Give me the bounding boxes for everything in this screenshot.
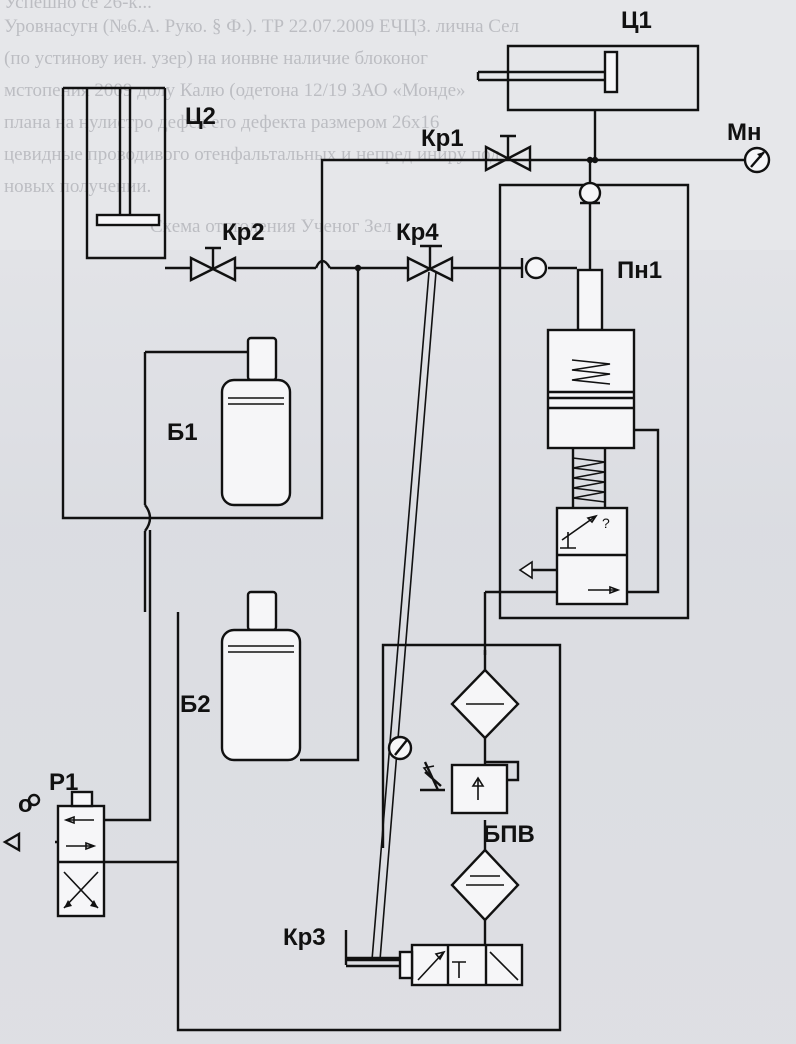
pump-pn1: ? [518,268,660,606]
label-pn1: Пн1 [617,257,662,284]
cylinder-c1 [476,44,700,112]
distributor-r1 [2,790,106,918]
junction [586,156,594,164]
bg-text-line: Успешно се 26-к... [4,0,152,13]
junction [591,156,599,164]
bg-text-line: Уровнасугн (№6.А. Руко. § Ф.). ТР 22.07.… [4,16,520,37]
pipe-diagonal [371,271,437,961]
pipe-b1 [143,350,248,612]
pipe-b2 [176,268,562,1032]
pipe-pn1-frame [498,183,690,620]
label-c1: Ц1 [621,7,652,34]
balloon-b1 [220,336,292,507]
valve-kr4 [406,244,454,282]
bg-text-line: новых получении. [4,176,152,197]
label-kr3: Кр3 [283,924,326,951]
label-c2: Ц2 [185,103,216,130]
pipe-left-loop [61,86,324,520]
pipe-hop [314,259,332,269]
label-b1: Б1 [167,419,198,446]
svg-text:?: ? [602,515,610,531]
bpv-block [346,668,524,987]
label-kr2: Кр2 [222,219,265,246]
bg-text-line: (по устинову иен. узер) на ионвне наличи… [4,48,428,69]
cylinder-c2 [85,86,167,260]
valve-kr1 [484,134,532,172]
label-port-o: о [18,791,33,818]
pipe-top-main [320,110,746,268]
valve-kr2 [189,246,237,282]
bg-text-line: Схема отстоления Ученог Зел [150,216,392,237]
bg-text-line: плана на нулистро дефек его дефекта разм… [4,112,440,133]
label-mn: Мн [727,119,762,146]
pipe-pn1-output [483,590,557,655]
label-kr1: Кр1 [421,125,464,152]
check-valve-main [520,256,548,280]
label-b2: Б2 [180,691,211,718]
label-kr4: Кр4 [396,219,439,246]
label-bpv: БПВ [483,821,535,848]
junction [354,264,362,272]
manometer-mn [743,146,771,174]
check-valve-pn1 [578,181,602,205]
pipe-b1-hop [144,504,152,532]
label-r1: Р1 [49,769,78,796]
balloon-b2 [220,590,302,762]
pipe-regulator-loop [420,760,520,792]
